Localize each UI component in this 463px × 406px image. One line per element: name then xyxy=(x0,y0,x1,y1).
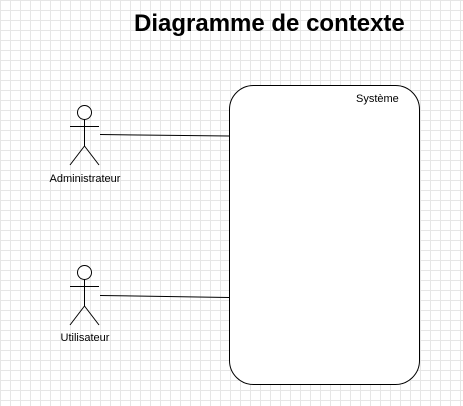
actor-administrateur[interactable] xyxy=(69,105,100,166)
association-admin-system[interactable] xyxy=(99,134,230,137)
association-user-system[interactable] xyxy=(99,295,230,298)
actor-admin-label: Administrateur xyxy=(49,173,121,185)
actor-admin-head xyxy=(77,105,92,120)
actor-utilisateur[interactable] xyxy=(69,265,100,326)
actor-user-right-leg xyxy=(84,305,100,326)
actor-admin-right-leg xyxy=(84,145,100,166)
system-label: Système xyxy=(356,93,399,105)
system-boundary[interactable] xyxy=(229,85,420,385)
actor-user-left-leg xyxy=(69,305,85,326)
diagram-title: Diagramme de contexte xyxy=(134,10,405,37)
actor-user-label: Utilisateur xyxy=(60,332,110,344)
actor-admin-left-leg xyxy=(69,145,85,166)
actor-user-head xyxy=(77,265,92,280)
